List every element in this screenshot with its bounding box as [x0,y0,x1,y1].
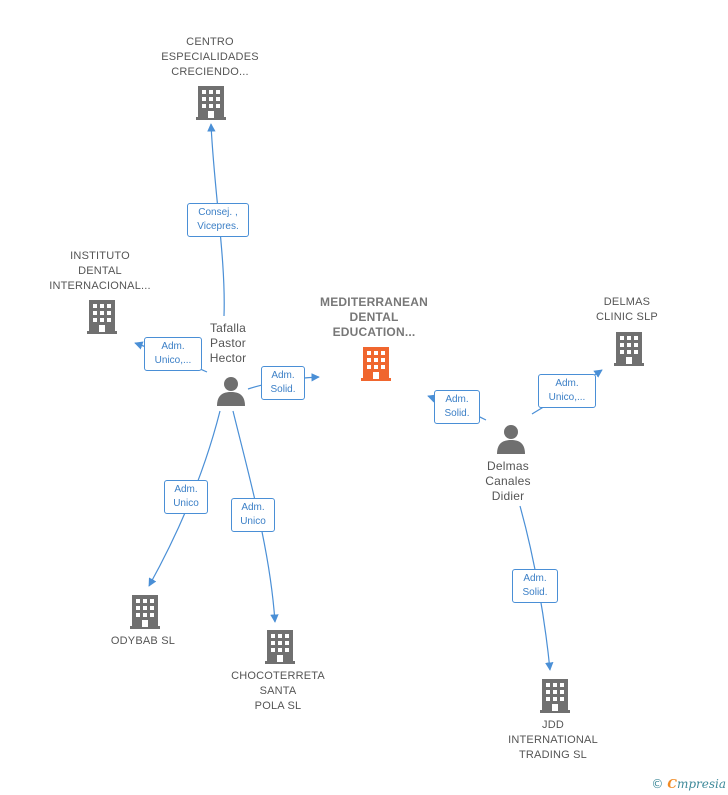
edge-label-tafalla-mediterranean[interactable]: Adm. Solid. [261,366,305,400]
person-icon[interactable] [217,377,245,406]
person-icon[interactable] [497,425,525,454]
brand-logo-text: mpresia [676,777,726,791]
node-label-delmas-clinic[interactable]: DELMAS CLINIC SLP [596,296,658,323]
edge-label-tafalla-instituto[interactable]: Adm. Unico,... [144,337,202,371]
building-icon[interactable] [614,332,644,366]
node-label-chocoterreta[interactable]: CHOCOTERRETA SANTA POLA SL [231,670,325,712]
building-icon[interactable] [265,630,295,664]
node-label-delmas-person[interactable]: Delmas Canales Didier [485,459,531,503]
brand-footer: ©Cmpresia [651,777,726,791]
building-icon[interactable] [196,86,226,120]
edge-label-tafalla-centro[interactable]: Consej. , Vicepres. [187,203,249,237]
node-label-centro[interactable]: CENTRO ESPECIALIDADES CRECIENDO... [161,36,259,78]
edge-label-delmas-mediterranean[interactable]: Adm. Solid. [434,390,480,424]
node-label-jdd[interactable]: JDD INTERNATIONAL TRADING SL [508,719,598,761]
edge-label-delmas-jdd[interactable]: Adm. Solid. [512,569,558,603]
building-icon[interactable] [87,300,117,334]
building-icon[interactable] [361,347,391,381]
edge-label-tafalla-chocoterreta[interactable]: Adm. Unico [231,498,275,532]
node-label-mediterranean[interactable]: MEDITERRANEAN DENTAL EDUCATION... [320,295,428,339]
edge-label-delmas-clinic[interactable]: Adm. Unico,... [538,374,596,408]
brand-logo-initial: C [667,777,677,791]
building-icon[interactable] [130,595,160,629]
copyright-icon: © [651,777,664,791]
building-icon[interactable] [540,679,570,713]
edge-label-tafalla-odybab[interactable]: Adm. Unico [164,480,208,514]
node-label-tafalla[interactable]: Tafalla Pastor Hector [209,321,247,365]
node-label-odybab[interactable]: ODYBAB SL [110,635,176,647]
node-label-instituto[interactable]: INSTITUTO DENTAL INTERNACIONAL... [49,250,151,292]
